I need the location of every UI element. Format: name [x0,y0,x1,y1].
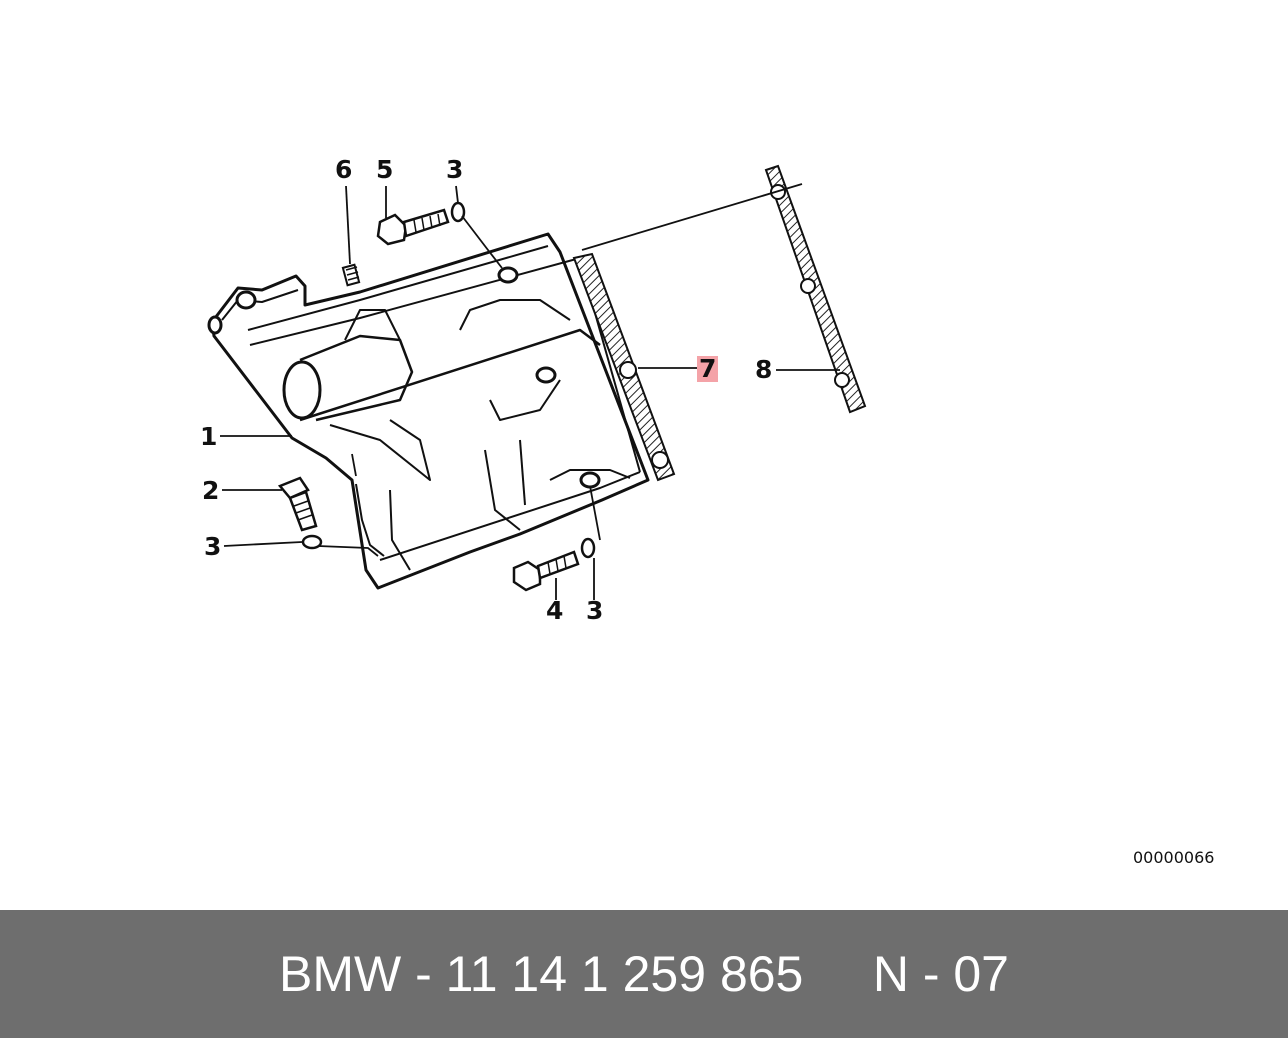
washer-3-top [450,201,466,223]
leader-lines [220,183,840,600]
callout-2: 2 [202,476,220,505]
image-code: 00000066 [1133,848,1215,867]
callout-5: 5 [376,155,394,184]
bolt-4 [512,550,580,592]
callout-3-top: 3 [446,155,464,184]
timing-case-cover [207,232,650,590]
footer-bar: BMW - 11 14 1 259 865 N - 07 [0,910,1288,1038]
part-number-text: BMW - 11 14 1 259 865 N - 07 [279,946,1009,1002]
callout-3-left: 3 [204,532,222,561]
bolt-5 [376,208,450,246]
callout-6: 6 [335,155,353,184]
callout-3-bottom: 3 [586,596,604,625]
washer-3-bottom [580,537,596,559]
gasket-7 [572,252,676,482]
bolt-2 [277,476,318,532]
callout-8: 8 [755,355,773,384]
callout-1: 1 [200,422,218,451]
gasket-8 [764,164,867,414]
dowel-pin-6 [341,263,361,287]
callout-7-highlighted: 7 [697,354,719,383]
parts-diagram [207,164,867,600]
callout-4: 4 [546,596,564,625]
washer-3-left [301,534,323,550]
